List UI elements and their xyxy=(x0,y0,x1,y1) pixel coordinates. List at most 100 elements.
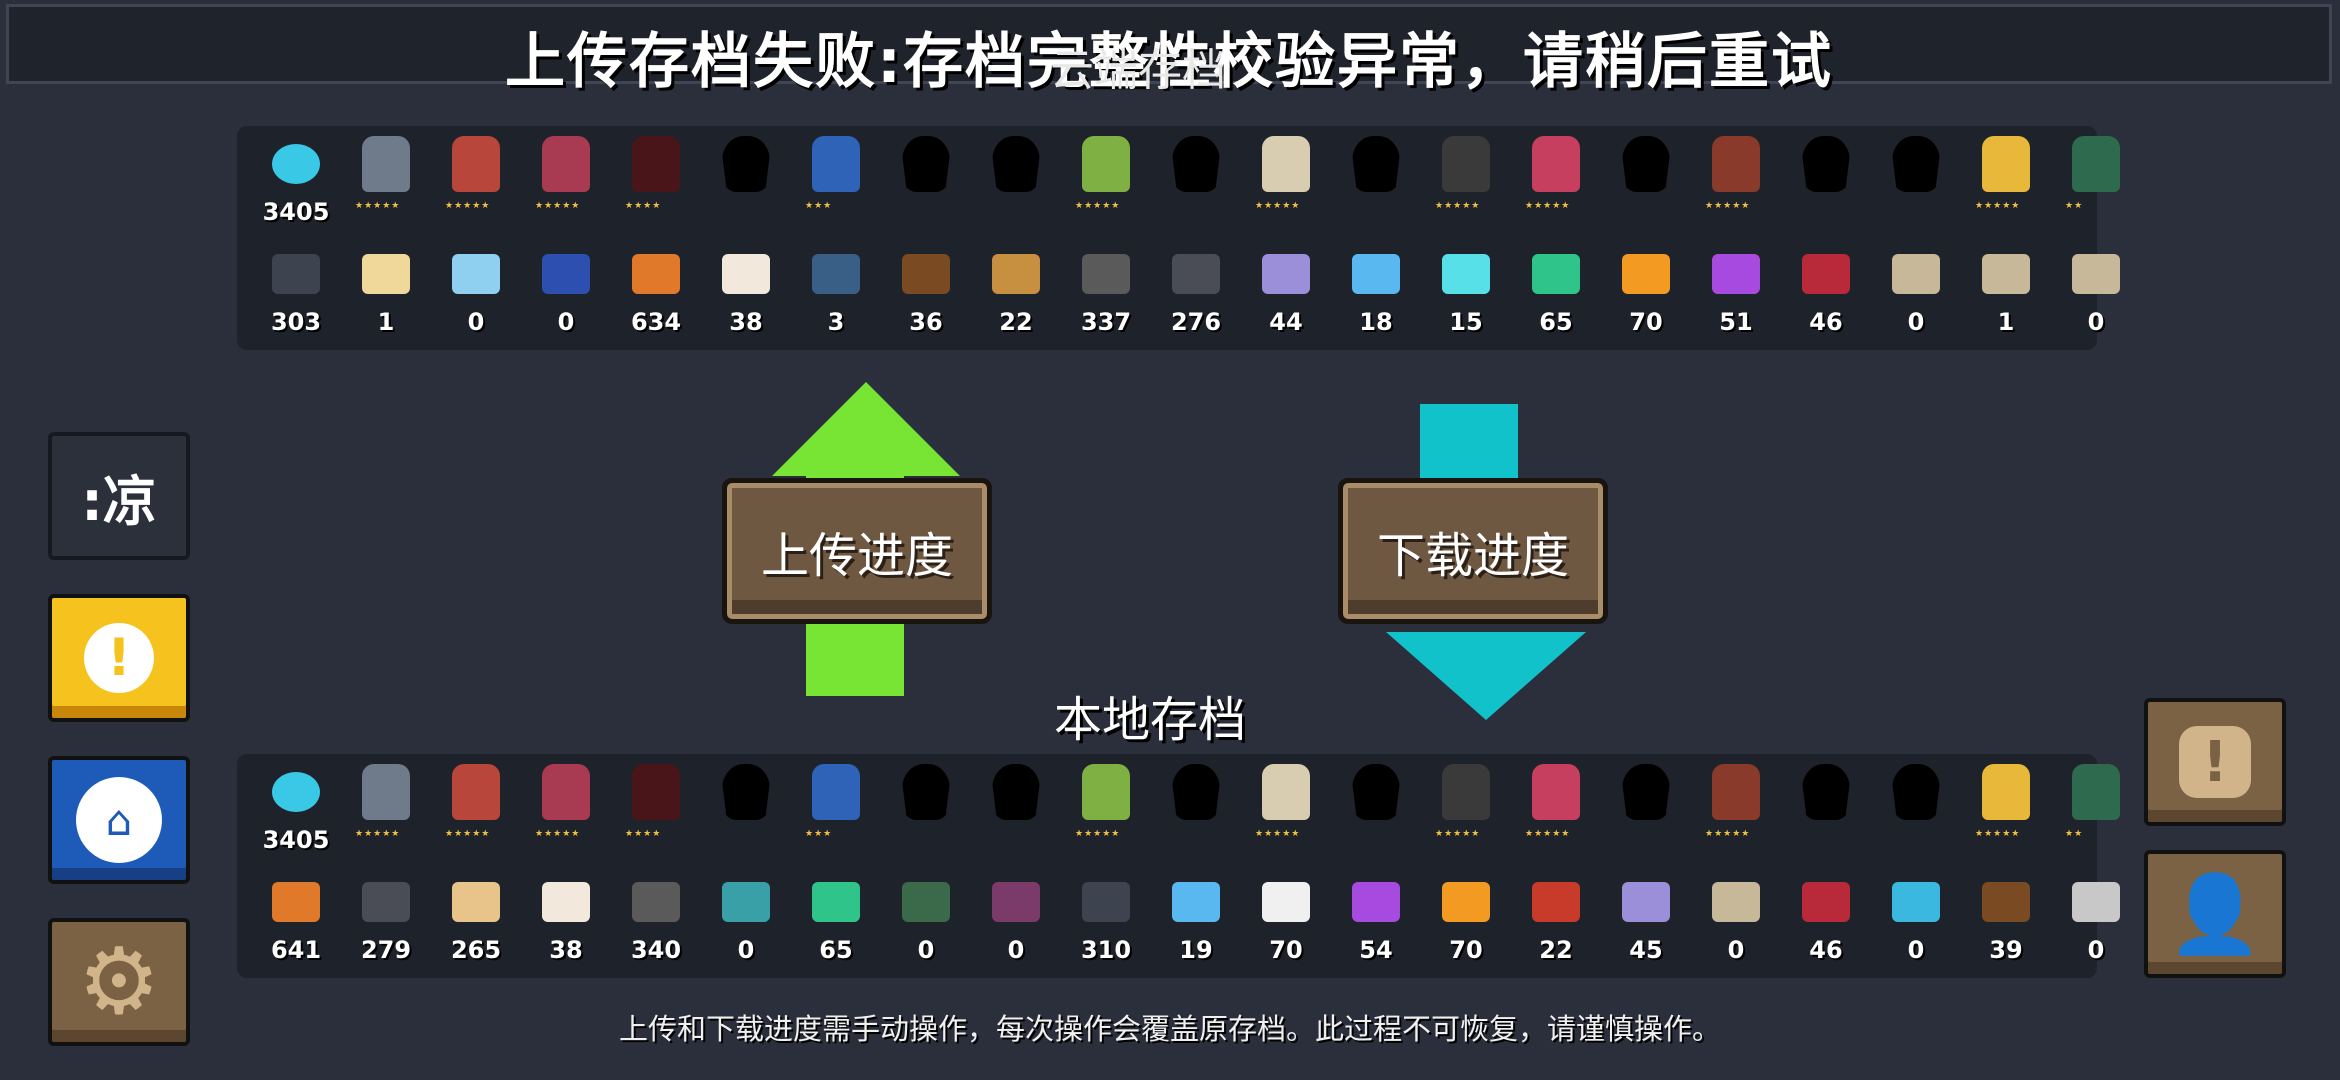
star-rating: ★★★ xyxy=(805,829,833,839)
star-rating: ★★★★★ xyxy=(355,201,401,211)
material-icon xyxy=(1532,882,1580,922)
local-item-slot: 45 xyxy=(1601,868,1691,968)
local-item-slot: 641 xyxy=(251,868,341,968)
local-item-slot: 70 xyxy=(1241,868,1331,968)
cloud-item-slot: 51 xyxy=(1691,240,1781,340)
cloud-character-slot: ★★★★★ xyxy=(341,130,431,230)
cloud-character-slot xyxy=(1151,130,1241,230)
material-count: 65 xyxy=(1539,308,1573,336)
material-icon xyxy=(1262,882,1310,922)
download-progress-button[interactable]: 下载进度 xyxy=(1338,478,1608,624)
settings-button[interactable]: ⚙ xyxy=(48,918,190,1046)
material-icon xyxy=(1352,882,1400,922)
cloud-item-slot: 1 xyxy=(341,240,431,340)
material-icon xyxy=(1802,254,1850,294)
upload-progress-button[interactable]: 上传进度 xyxy=(722,478,992,624)
material-count: 3 xyxy=(827,308,845,336)
local-character-slot xyxy=(701,758,791,858)
error-banner: 上传存档失败:存档完整性校验异常，请稍后重试 xyxy=(6,4,2332,97)
house-icon: ⌂ xyxy=(105,795,133,845)
material-count: 0 xyxy=(1907,308,1925,336)
local-item-slot: 65 xyxy=(791,868,881,968)
cloud-item-slot: 22 xyxy=(971,240,1061,340)
cloud-item-slot: 276 xyxy=(1151,240,1241,340)
cloud-item-slot: 337 xyxy=(1061,240,1151,340)
community-button[interactable]: ⌂ xyxy=(48,756,190,884)
cloud-character-slot xyxy=(701,130,791,230)
character-sprite xyxy=(1442,764,1490,820)
locked-character-silhouette xyxy=(1892,764,1940,820)
gem-count: 3405 xyxy=(262,198,330,226)
character-sprite xyxy=(632,136,680,192)
community-icon: ⌂ xyxy=(76,777,162,863)
material-count: 65 xyxy=(819,936,853,964)
locked-character-silhouette xyxy=(1172,764,1220,820)
local-character-slot: ★★★★★ xyxy=(1061,758,1151,858)
language-button[interactable]: :凉 xyxy=(48,432,190,560)
cloud-item-slot: 3 xyxy=(791,240,881,340)
material-count: 641 xyxy=(270,936,322,964)
character-sprite xyxy=(542,136,590,192)
local-item-slot: 22 xyxy=(1511,868,1601,968)
star-rating: ★★★★ xyxy=(625,829,662,839)
material-icon xyxy=(542,882,590,922)
language-label: :凉 xyxy=(81,469,157,533)
alert-button[interactable]: ! xyxy=(2144,698,2286,826)
character-sprite xyxy=(452,136,500,192)
local-item-slot: 0 xyxy=(971,868,1061,968)
material-icon xyxy=(1712,882,1760,922)
character-sprite xyxy=(1082,764,1130,820)
material-icon xyxy=(1172,882,1220,922)
character-sprite xyxy=(1982,764,2030,820)
account-button[interactable]: 👤 xyxy=(2144,850,2286,978)
material-count: 0 xyxy=(467,308,485,336)
material-count: 303 xyxy=(270,308,322,336)
local-item-slot: 39 xyxy=(1961,868,2051,968)
material-icon xyxy=(902,254,950,294)
material-icon xyxy=(2072,882,2120,922)
error-message: 上传存档失败:存档完整性校验异常，请稍后重试 xyxy=(505,27,1833,97)
local-item-slot: 19 xyxy=(1151,868,1241,968)
local-item-slot: 265 xyxy=(431,868,521,968)
material-count: 70 xyxy=(1449,936,1483,964)
locked-character-silhouette xyxy=(1352,136,1400,192)
material-icon xyxy=(1982,254,2030,294)
cloud-item-slot: 38 xyxy=(701,240,791,340)
download-arrow-head xyxy=(1386,632,1586,720)
cloud-save-panel[interactable]: 3405★★★★★★★★★★★★★★★★★★★★★★★★★★★★★★★★★★★★… xyxy=(237,126,2120,350)
material-count: 19 xyxy=(1179,936,1213,964)
gem-count: 3405 xyxy=(262,826,330,854)
material-icon xyxy=(632,254,680,294)
material-icon xyxy=(1442,882,1490,922)
alert-icon: ! xyxy=(2179,726,2251,798)
cloud-character-slot: ★★ xyxy=(2051,130,2141,230)
material-count: 38 xyxy=(729,308,763,336)
material-count: 0 xyxy=(1727,936,1745,964)
local-character-slot: ★★★★★ xyxy=(1241,758,1331,858)
person-icon: 👤 xyxy=(2167,869,2263,958)
character-sprite xyxy=(362,764,410,820)
cloud-character-slot: 3405 xyxy=(251,130,341,230)
material-icon xyxy=(542,254,590,294)
material-count: 70 xyxy=(1269,936,1303,964)
star-rating: ★★★★★ xyxy=(1525,201,1571,211)
material-icon xyxy=(1892,882,1940,922)
character-sprite xyxy=(362,136,410,192)
material-icon xyxy=(362,882,410,922)
notice-button[interactable]: ! xyxy=(48,594,190,722)
cloud-character-slot: ★★★★★ xyxy=(1061,130,1151,230)
material-count: 1 xyxy=(377,308,395,336)
character-sprite xyxy=(1532,764,1580,820)
local-save-panel[interactable]: 3405★★★★★★★★★★★★★★★★★★★★★★★★★★★★★★★★★★★★… xyxy=(237,754,2120,978)
local-character-slot: ★★★★★ xyxy=(1511,758,1601,858)
material-icon xyxy=(2072,254,2120,294)
local-character-slot: ★★★★★ xyxy=(1691,758,1781,858)
character-sprite xyxy=(2072,764,2120,820)
locked-character-silhouette xyxy=(902,764,950,820)
locked-character-silhouette xyxy=(1172,136,1220,192)
material-icon xyxy=(1622,254,1670,294)
material-icon xyxy=(452,254,500,294)
locked-character-silhouette xyxy=(1802,136,1850,192)
material-count: 340 xyxy=(630,936,682,964)
material-icon xyxy=(722,254,770,294)
